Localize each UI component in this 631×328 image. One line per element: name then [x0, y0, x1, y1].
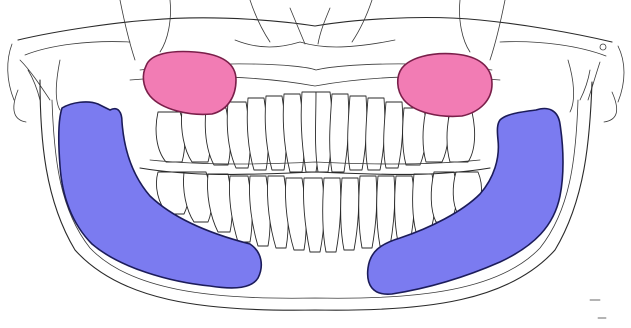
maxillary-region-right [398, 54, 492, 117]
maxilla-outline [8, 0, 624, 102]
maxillary-region-left [143, 52, 236, 115]
